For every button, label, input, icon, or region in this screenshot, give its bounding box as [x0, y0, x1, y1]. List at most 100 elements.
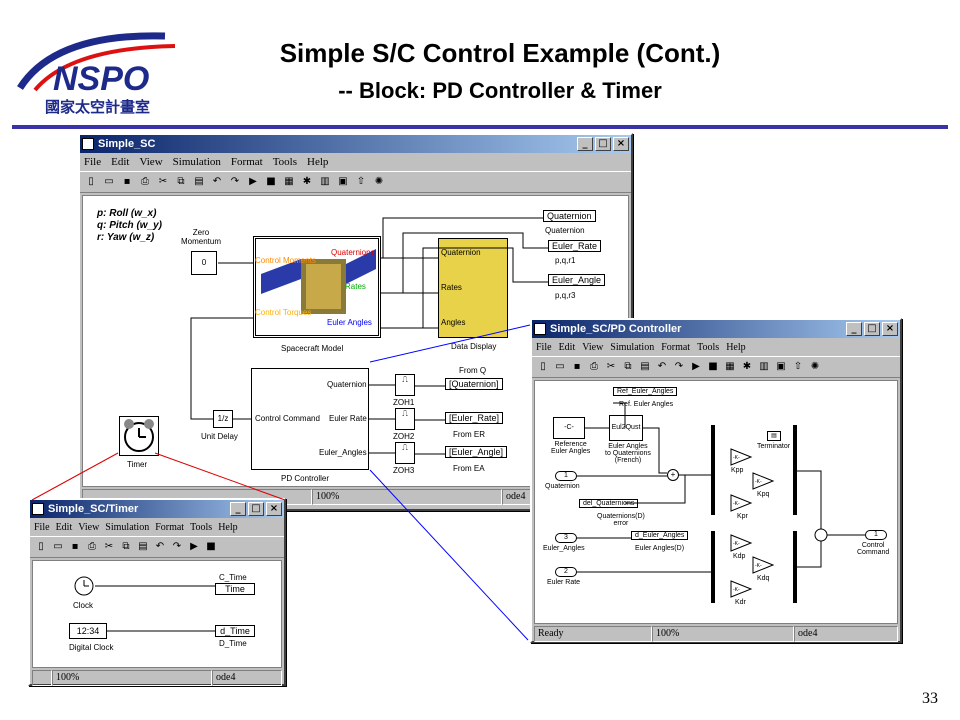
menu-format[interactable]: Format — [230, 156, 263, 168]
model-explorer-icon[interactable]: ▣ — [776, 361, 786, 372]
pd-diagram-canvas[interactable]: Ref_Euler_Angles Ref. Euler Angles -C- R… — [534, 380, 898, 624]
menu-format[interactable]: Format — [155, 521, 185, 533]
open-icon[interactable]: ▭ — [53, 541, 63, 552]
menu-view[interactable]: View — [139, 156, 163, 168]
goto-euler-angle[interactable]: Euler_Angle — [548, 274, 606, 286]
menu-file[interactable]: File — [34, 521, 50, 533]
minimize-button[interactable]: _ — [230, 502, 246, 516]
pd-controller-window[interactable]: Simple_SC/PD Controller _ □ × File Edit … — [530, 318, 902, 643]
new-icon[interactable]: ▯ — [38, 541, 44, 552]
build-icon[interactable]: ▦ — [284, 176, 294, 187]
menu-tools[interactable]: Tools — [190, 521, 213, 533]
spacecraft-model-block[interactable] — [253, 236, 381, 338]
cut-icon[interactable]: ✂ — [606, 361, 616, 372]
goto-ref-euler-angles[interactable]: Ref_Euler_Angles — [613, 387, 678, 396]
start-simulation-icon[interactable]: ▶ — [190, 541, 198, 552]
new-icon[interactable]: ▯ — [540, 361, 546, 372]
main-titlebar[interactable]: Simple_SC _ □ × — [80, 135, 631, 153]
timer-block[interactable] — [119, 416, 159, 456]
undo-icon[interactable]: ↶ — [155, 541, 165, 552]
minimize-button[interactable]: _ — [577, 137, 593, 151]
update-icon[interactable]: ✱ — [742, 361, 752, 372]
goto-quaternion[interactable]: Quaternion — [543, 210, 596, 222]
start-simulation-icon[interactable]: ▶ — [249, 176, 257, 187]
goto-d-time[interactable]: d_Time — [215, 625, 255, 637]
digital-clock-block[interactable]: 12:34 — [69, 623, 107, 639]
pd-titlebar[interactable]: Simple_SC/PD Controller _ □ × — [532, 320, 900, 338]
menu-help[interactable]: Help — [307, 156, 329, 168]
redo-icon[interactable]: ↷ — [172, 541, 182, 552]
copy-icon[interactable]: ⧉ — [122, 541, 130, 552]
start-simulation-icon[interactable]: ▶ — [692, 361, 700, 372]
menu-edit[interactable]: Edit — [55, 521, 73, 533]
open-icon[interactable]: ▭ — [555, 361, 565, 372]
menu-view[interactable]: View — [78, 521, 100, 533]
timer-diagram-canvas[interactable]: Clock C_Time Time 12:34 Digital Clock d_… — [32, 560, 282, 668]
close-button[interactable]: × — [613, 137, 629, 151]
stop-simulation-icon[interactable]: ■ — [206, 541, 216, 552]
menu-simulation[interactable]: Simulation — [610, 341, 655, 353]
menu-tools[interactable]: Tools — [697, 341, 720, 353]
terminator-block[interactable]: ▤ — [767, 431, 781, 441]
undo-icon[interactable]: ↶ — [657, 361, 667, 372]
print-icon[interactable]: ⎙ — [88, 541, 96, 552]
sum-block-1[interactable]: + — [667, 469, 679, 481]
clock-icon[interactable] — [73, 575, 95, 597]
eul2quat-block[interactable]: Eul2Qust — [609, 415, 643, 441]
stop-simulation-icon[interactable]: ■ — [708, 361, 718, 372]
goto-time[interactable]: Time — [215, 583, 255, 595]
menu-edit[interactable]: Edit — [558, 341, 576, 353]
new-icon[interactable]: ▯ — [88, 176, 94, 187]
debugger-icon[interactable]: ✺ — [374, 176, 384, 187]
unit-delay-block[interactable]: 1/z — [213, 410, 233, 428]
maximize-button[interactable]: □ — [864, 322, 880, 336]
timer-titlebar[interactable]: Simple_SC/Timer _ □ × — [30, 500, 284, 518]
euler-rate-inport[interactable]: 2 — [555, 567, 577, 577]
from-quaternion[interactable]: [Quaternion] — [445, 378, 503, 390]
cut-icon[interactable]: ✂ — [158, 176, 168, 187]
menu-tools[interactable]: Tools — [272, 156, 297, 168]
save-icon[interactable]: ▪ — [123, 176, 131, 187]
close-button[interactable]: × — [266, 502, 282, 516]
build-icon[interactable]: ▦ — [725, 361, 735, 372]
data-display-block[interactable] — [438, 238, 508, 338]
zoh3-block[interactable]: ⎍ — [395, 442, 415, 464]
zero-momentum-constant[interactable]: 0 — [191, 251, 217, 275]
timer-window[interactable]: Simple_SC/Timer _ □ × File Edit View Sim… — [28, 498, 286, 686]
library-browser-icon[interactable]: ▥ — [320, 176, 330, 187]
print-icon[interactable]: ⎙ — [141, 176, 149, 187]
cut-icon[interactable]: ✂ — [104, 541, 114, 552]
control-command-outport[interactable]: 1 — [865, 530, 887, 540]
quaternion-inport[interactable]: 1 — [555, 471, 577, 481]
maximize-button[interactable]: □ — [248, 502, 264, 516]
minimize-button[interactable]: _ — [846, 322, 862, 336]
menu-help[interactable]: Help — [218, 521, 238, 533]
save-icon[interactable]: ▪ — [71, 541, 79, 552]
goto-euler-rate[interactable]: Euler_Rate — [548, 240, 602, 252]
paste-icon[interactable]: ▤ — [138, 541, 148, 552]
menu-view[interactable]: View — [582, 341, 604, 353]
menu-file[interactable]: File — [536, 341, 552, 353]
paste-icon[interactable]: ▤ — [640, 361, 650, 372]
update-icon[interactable]: ✱ — [302, 176, 312, 187]
menu-file[interactable]: File — [84, 156, 102, 168]
menu-edit[interactable]: Edit — [111, 156, 130, 168]
menu-simulation[interactable]: Simulation — [105, 521, 150, 533]
zoh1-block[interactable]: ⎍ — [395, 374, 415, 396]
copy-icon[interactable]: ⧉ — [177, 176, 185, 187]
open-icon[interactable]: ▭ — [104, 176, 114, 187]
print-icon[interactable]: ⎙ — [590, 361, 598, 372]
debugger-icon[interactable]: ✺ — [810, 361, 820, 372]
redo-icon[interactable]: ↷ — [230, 176, 240, 187]
menu-help[interactable]: Help — [726, 341, 746, 353]
library-browser-icon[interactable]: ▥ — [759, 361, 769, 372]
paste-icon[interactable]: ▤ — [194, 176, 204, 187]
model-explorer-icon[interactable]: ▣ — [338, 176, 348, 187]
reference-constant[interactable]: -C- — [553, 417, 585, 439]
copy-icon[interactable]: ⧉ — [624, 361, 632, 372]
zoh2-block[interactable]: ⎍ — [395, 408, 415, 430]
menu-simulation[interactable]: Simulation — [172, 156, 221, 168]
undo-icon[interactable]: ↶ — [212, 176, 222, 187]
redo-icon[interactable]: ↷ — [674, 361, 684, 372]
from-euler-rate[interactable]: [Euler_Rate] — [445, 412, 504, 424]
